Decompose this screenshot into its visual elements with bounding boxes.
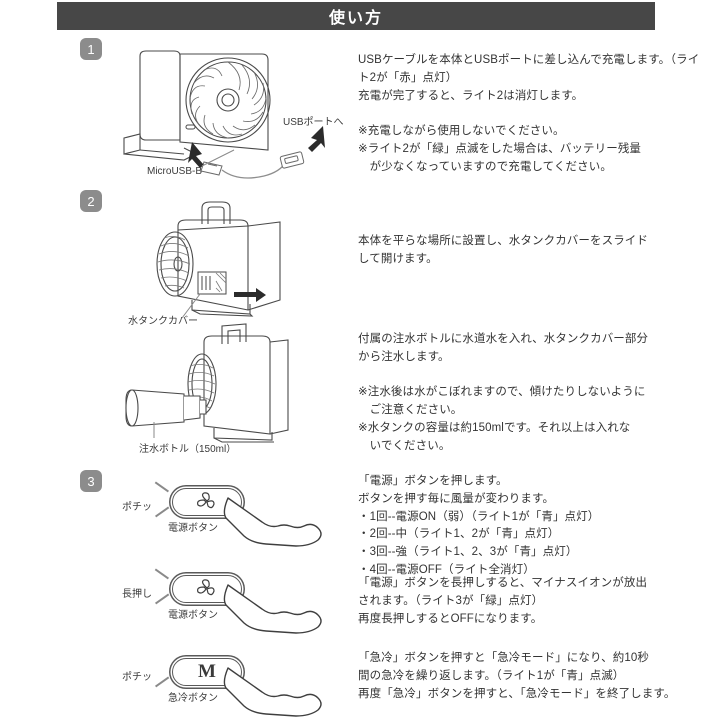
- hand-pointer-icon: [223, 584, 322, 634]
- page-header: 使い方: [57, 2, 655, 30]
- step-badge-2: 2: [80, 190, 102, 212]
- step-badge-3: 3: [80, 470, 102, 492]
- leader-tick-lower: [155, 593, 169, 604]
- refill-illustration: [125, 323, 289, 443]
- leader-tick-upper: [155, 568, 169, 579]
- m-letter-icon: M: [198, 661, 216, 682]
- power-button-longpress-illustration: 長押し 電源ボタン: [110, 567, 360, 639]
- power-button[interactable]: [172, 488, 242, 516]
- page-title: 使い方: [328, 10, 383, 27]
- leader-tick-upper: [155, 481, 169, 492]
- label-water-bottle: 注水ボトル（150ml）: [139, 444, 237, 455]
- leader-tick-lower: [155, 506, 169, 517]
- hand-pointer-icon: [223, 667, 322, 717]
- rapid-cool-button-illustration: ポチッ M 急冷ボタン: [110, 650, 360, 722]
- power-button-caption: 電源ボタン: [168, 610, 218, 621]
- tank-cover-illustration: [156, 201, 281, 319]
- fan-icon: [197, 579, 215, 596]
- rapid-cool-button-caption: 急冷ボタン: [168, 693, 218, 704]
- charging-illustration: [123, 50, 325, 179]
- leader-tick-lower: [155, 676, 169, 687]
- rapid-cool-instructions: 「急冷」ボタンを押すと「急冷モード」になり、約10秒 間の急冷を繰り返します。（…: [358, 652, 676, 700]
- ion-instructions: 「電源」ボタンを長押しすると、マイナスイオンが放出 されます。（ライト3が「緑」…: [358, 577, 648, 625]
- step-badge-1: 1: [80, 38, 102, 60]
- hand-pointer-icon: [223, 497, 322, 547]
- press-label-short: ポチッ: [122, 672, 152, 683]
- label-tank-cover: 水タンクカバー: [128, 316, 198, 327]
- press-label-short: ポチッ: [122, 502, 152, 513]
- refill-instructions: 付属の注水ボトルに水道水を入れ、水タンクカバー部分 から注水します。 ※注水後は…: [358, 333, 649, 452]
- micro-usb-leader-line: [201, 149, 235, 167]
- fan-icon: [197, 492, 215, 509]
- label-usb-port: USBポートへ: [283, 117, 344, 128]
- press-label-long: 長押し: [122, 589, 152, 600]
- tank-cover-instructions: 本体を平らな場所に設置し、水タンクカバーをスライド して開けます。: [358, 235, 648, 265]
- charging-instructions: USBケーブルを本体とUSBポートに差し込んで充電します。（ライト2が「赤」点灯…: [358, 54, 700, 173]
- power-button-press-illustration: ポチッ 電源ボタン: [110, 480, 360, 552]
- label-micro-usb: MicroUSB-B: [147, 166, 203, 177]
- power-button-caption: 電源ボタン: [168, 523, 218, 534]
- power-instructions: 「電源」ボタンを押します。 ボタンを押す毎に風量が変わります。 ・1回--電源O…: [358, 475, 600, 577]
